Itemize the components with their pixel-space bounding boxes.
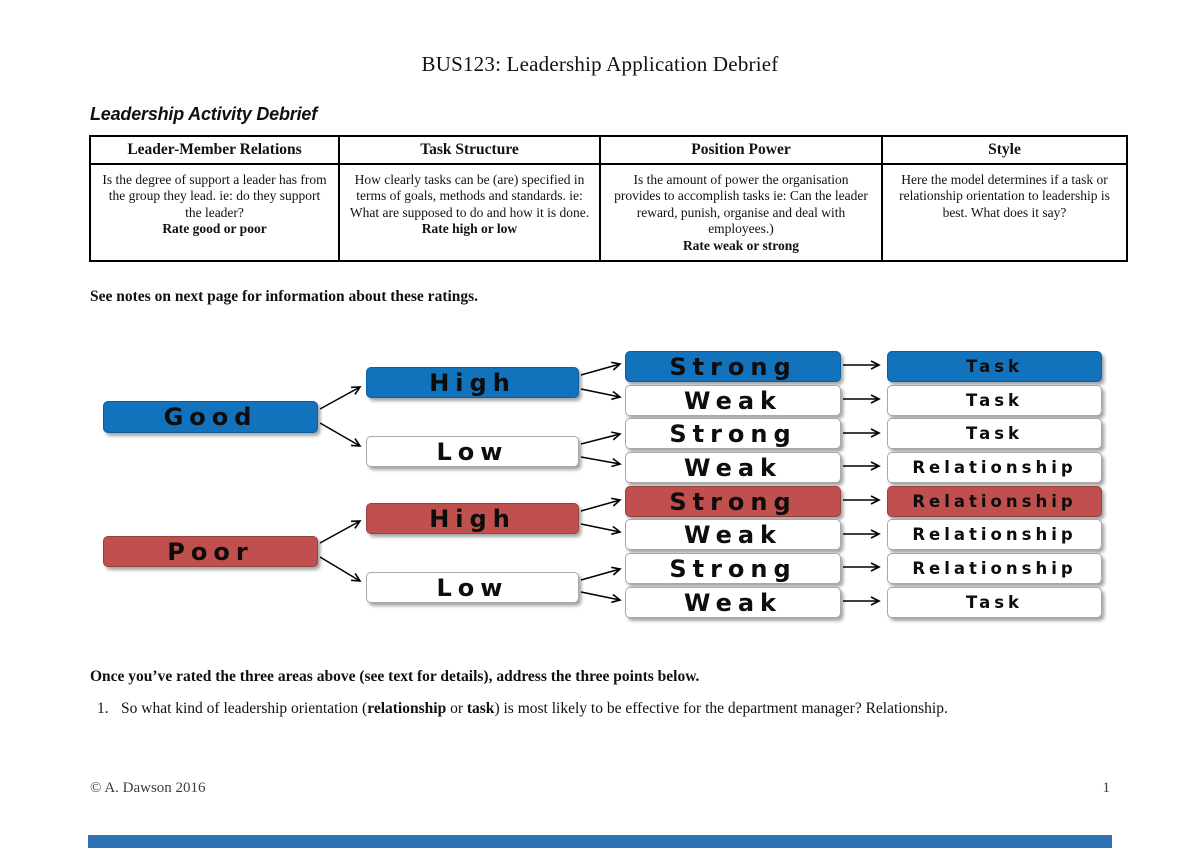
desc-text: Here the model determines if a task or r… bbox=[899, 172, 1110, 220]
column-header-style: Style bbox=[883, 137, 1128, 165]
column-desc-position-power: Is the amount of power the organisation … bbox=[601, 165, 883, 262]
tree-node-low-2: Low bbox=[366, 572, 579, 603]
tree-node-style-7: Relationship bbox=[887, 553, 1102, 584]
tree-node-strong-3: Strong bbox=[625, 486, 841, 517]
tree-node-low-1: Low bbox=[366, 436, 579, 467]
column-desc-style: Here the model determines if a task or r… bbox=[883, 165, 1128, 262]
page-title: BUS123: Leadership Application Debrief bbox=[421, 52, 779, 76]
desc-text: Is the amount of power the organisation … bbox=[614, 172, 868, 237]
tree-node-weak-2: Weak bbox=[625, 452, 841, 483]
tree-node-style-1: Task bbox=[887, 351, 1102, 382]
tree-node-style-4: Relationship bbox=[887, 452, 1102, 483]
footer-copyright: © A. Dawson 2016 bbox=[90, 780, 206, 796]
tree-node-style-3: Task bbox=[887, 418, 1102, 449]
tree-node-strong-2: Strong bbox=[625, 418, 841, 449]
question-post: ) is most likely to be effective for the… bbox=[494, 700, 948, 717]
column-header-leader-member-relations: Leader-Member Relations bbox=[91, 137, 340, 165]
question-bold-relationship: relationship bbox=[367, 700, 447, 717]
tree-node-style-2: Task bbox=[887, 385, 1102, 416]
page-number: 1 bbox=[1102, 780, 1111, 796]
tree-node-weak-3: Weak bbox=[625, 519, 841, 550]
question-mid: or bbox=[446, 700, 467, 717]
tree-node-weak-1: Weak bbox=[625, 385, 841, 416]
rate-line: Rate good or poor bbox=[162, 221, 267, 237]
question-item: 1. So what kind of leadership orientation… bbox=[97, 700, 948, 718]
tree-node-style-6: Relationship bbox=[887, 519, 1102, 550]
tree-node-strong-4: Strong bbox=[625, 553, 841, 584]
tree-node-good: Good bbox=[103, 401, 318, 433]
tree-node-poor: Poor bbox=[103, 536, 318, 567]
next-page-bar bbox=[88, 835, 1112, 848]
tree-node-high-1: High bbox=[366, 367, 579, 398]
question-bold-task: task bbox=[466, 700, 495, 717]
column-desc-task-structure: How clearly tasks can be (are) specified… bbox=[340, 165, 601, 262]
tree-node-style-8: Task bbox=[887, 587, 1102, 618]
section-heading: Leadership Activity Debrief bbox=[90, 104, 318, 124]
column-header-position-power: Position Power bbox=[601, 137, 883, 165]
tree-node-style-5: Relationship bbox=[887, 486, 1102, 517]
tree-node-weak-4: Weak bbox=[625, 587, 841, 618]
rate-line: Rate weak or strong bbox=[682, 237, 800, 253]
rate-line: Rate high or low bbox=[421, 221, 518, 237]
column-desc-leader-member-relations: Is the degree of support a leader has fr… bbox=[91, 165, 340, 262]
question-number: 1. bbox=[97, 700, 109, 717]
desc-text: Is the degree of support a leader has fr… bbox=[102, 172, 327, 220]
ratings-table: Leader-Member Relations Task Structure P… bbox=[89, 135, 1128, 262]
tree-node-high-2: High bbox=[366, 503, 579, 534]
note-text: See notes on next page for information a… bbox=[90, 288, 479, 305]
column-header-task-structure: Task Structure bbox=[340, 137, 601, 165]
desc-text: How clearly tasks can be (are) specified… bbox=[349, 172, 590, 220]
tree-node-strong-1: Strong bbox=[625, 351, 841, 382]
instruction-text: Once you’ve rated the three areas above … bbox=[90, 668, 700, 685]
question-pre: So what kind of leadership orientation ( bbox=[121, 700, 368, 717]
